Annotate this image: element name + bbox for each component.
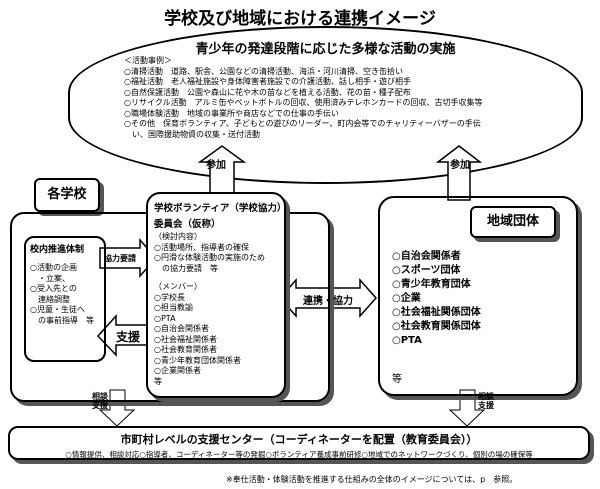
member-item: ○学校長 [154, 292, 185, 302]
activity-item: ○その他 保育ボランティア、子どもとの遊びのリーダー、町内会等でのチャリティーバ… [124, 119, 481, 128]
school-item: ○受入先との [30, 284, 77, 293]
member-item: ○青少年教育団体関係者 [154, 355, 241, 365]
review-item: ○活動場所、指導者の確保 [154, 242, 249, 252]
member-item: ○担当教諭 [154, 303, 193, 312]
school-tab-label: 各学校 [47, 187, 87, 202]
community-item: ○企業 [392, 293, 421, 304]
school-tab: 各学校 [34, 178, 100, 212]
school-committee-title: 校内推進体制 [30, 245, 85, 255]
school-item: ○児童・生徒へ [30, 305, 85, 314]
review-item: ○円滑な体験活動の実施のため [154, 253, 265, 262]
community-item: ○スポーツ団体 [392, 265, 461, 276]
support-center-box: 市町村レベルの支援センター（コーディネーターを配置（教育委員会）） ○情報提供、… [8, 426, 590, 460]
activities-heading: 青少年の発達段階に応じた多様な活動の実施 [195, 42, 456, 57]
member-item: ○社会教育関係者 [154, 345, 217, 354]
school-item: 連絡調整 [30, 294, 70, 304]
activity-item: ○自然保護活動 公園や森山に花や木の苗などを植える活動、花の苗・種子配布 [124, 87, 411, 97]
member-item: 等 [154, 376, 162, 386]
support-left-label: 相談 支援 [92, 392, 108, 410]
diagram-title: 学校及び地域における連携イメージ [164, 9, 436, 29]
request-label: 協力要請 [104, 254, 136, 263]
volunteer-committee-box: 学校ボランティア（学校協力） 委員会（仮称） （検討内容） ○活動場所、指導者の… [146, 192, 286, 398]
community-list: ○自治会関係者 ○スポーツ団体 ○青少年教育団体 ○企業 ○社会福祉関係団体 ○… [392, 250, 481, 348]
participation-label-right: 参加 [450, 160, 470, 171]
volunteer-title-1: 学校ボランティア（学校協力） [154, 203, 287, 214]
activity-item: い、国際援助物資の収集・送付活動 [124, 129, 260, 139]
member-item: ○企業関係者 [154, 366, 201, 375]
review-label: （検討内容） [154, 232, 202, 241]
participation-label-left: 参加 [206, 160, 226, 171]
member-item: ○PTA [154, 313, 176, 323]
activities-cloud [68, 26, 583, 184]
member-item: ○社会福祉関係者 [154, 334, 217, 344]
community-tab: 地域団体 [470, 206, 556, 238]
footer-note: ※奉仕活動・体験活動を推進する仕組みの全体のイメージについては、p 参照。 [226, 475, 518, 484]
community-etc: 等 [392, 374, 402, 385]
participation-arrow-right [435, 145, 483, 201]
community-item: ○社会教育関係団体 [392, 321, 481, 332]
activity-item: ○リサイクル活動 アルミ缶やペットボトルの回収、使用済みテレホンカードの回収、古… [124, 98, 483, 107]
participation-arrow-left [197, 145, 247, 201]
members-label: （メンバー） [154, 282, 202, 291]
support-center-title: 市町村レベルの支援センター（コーディネーターを配置（教育委員会）） [120, 433, 478, 446]
examples-label: ＜活動事例＞ [124, 56, 172, 65]
volunteer-title-2: 委員会（仮称） [154, 219, 221, 230]
community-item: ○青少年教育団体 [392, 279, 471, 290]
support-right-label: 相談 支援 [478, 392, 494, 410]
activity-item: ○職場体験活動 地域の事業所や商店などでの仕事の手伝い [124, 108, 339, 118]
community-area [378, 196, 578, 396]
support-arrow-left-down [98, 389, 136, 427]
community-title: 地域団体 [486, 214, 539, 229]
activities-list: ＜活動事例＞ ○清掃活動 道路、駅舎、公園などの清掃活動、海浜・河川清掃、空き缶… [124, 56, 544, 140]
review-item: の協力要請 等 [154, 263, 218, 273]
activity-item: ○福祉活動 老人福祉施設や身体障害者施設での介護活動、話し相手・遊び相手 [124, 77, 411, 86]
community-item: ○社会福祉関係団体 [392, 307, 481, 318]
support-label: 支援 [116, 330, 141, 344]
activity-item: ○清掃活動 道路、駅舎、公園などの清掃活動、海浜・河川清掃、空き缶拾い [124, 66, 403, 76]
support-center-desc: ○情報提供、相談対応○指導者、コーディネーター等の発掘○ボランティア養成事前研修… [65, 450, 533, 459]
member-item: ○自治会関係者 [154, 324, 209, 333]
school-item: ○活動の企画 [30, 263, 77, 272]
school-committee-box: 校内推進体制 ○活動の企画 ・立案、 ○受入先との 連絡調整 ○児童・生徒へ の… [24, 236, 106, 362]
support-arrow-right-down [448, 389, 486, 427]
school-item: の事前指導 等 [30, 315, 94, 325]
school-item: ・立案、 [30, 273, 70, 283]
collab-label: 連携・協力 [303, 296, 353, 307]
community-item: ○PTA [392, 335, 422, 346]
community-item: ○自治会関係者 [392, 251, 461, 262]
